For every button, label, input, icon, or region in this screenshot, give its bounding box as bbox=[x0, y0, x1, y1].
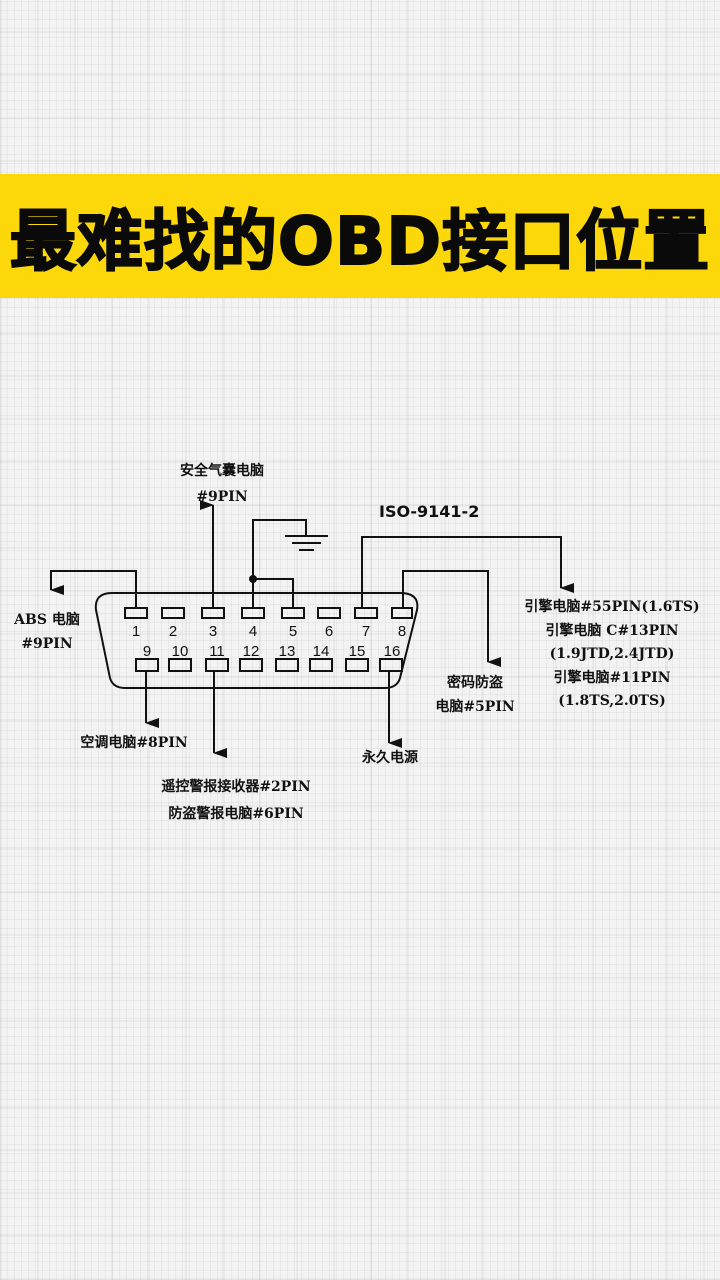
svg-text:6: 6 bbox=[325, 623, 333, 640]
engine-ecu-label: 引擎电脑#55PIN(1.6TS) 引擎电脑 C#13PIN (1.9JTD,2… bbox=[524, 599, 700, 709]
svg-text:2: 2 bbox=[169, 623, 177, 640]
svg-text:14: 14 bbox=[313, 643, 330, 660]
protocol-label: ISO-9141-2 bbox=[379, 502, 480, 521]
svg-text:7: 7 bbox=[362, 623, 370, 640]
junction-dot bbox=[249, 575, 257, 583]
svg-text:5: 5 bbox=[289, 623, 297, 640]
svg-text:4: 4 bbox=[249, 623, 257, 640]
title-banner: 最难找的OBD接口位置 bbox=[0, 174, 720, 298]
ac-ecu-label: 空调电脑#8PIN bbox=[80, 735, 188, 751]
obd-pinout-diagram: 1 2 3 4 5 6 7 8 9 10 11 12 13 14 15 16 安… bbox=[0, 440, 720, 840]
top-row-pins bbox=[124, 607, 413, 619]
bottom-row-pins bbox=[135, 658, 403, 672]
svg-text:16: 16 bbox=[384, 643, 401, 660]
svg-text:1: 1 bbox=[132, 623, 140, 640]
svg-text:15: 15 bbox=[349, 643, 366, 660]
immobilizer-ecu-label: 密码防盗 电脑#5PIN bbox=[435, 675, 515, 715]
svg-text:9: 9 bbox=[143, 643, 151, 660]
abs-ecu-label: ABS 电脑 #9PIN bbox=[14, 612, 80, 652]
svg-text:10: 10 bbox=[172, 643, 189, 660]
svg-text:12: 12 bbox=[243, 643, 260, 660]
page-title: 最难找的OBD接口位置 bbox=[9, 202, 711, 281]
pin-numbers: 1 2 3 4 5 6 7 8 9 10 11 12 13 14 15 16 bbox=[132, 623, 406, 660]
obd-connector-svg: 1 2 3 4 5 6 7 8 9 10 11 12 13 14 15 16 bbox=[50, 500, 574, 758]
permanent-power-label: 永久电源 bbox=[362, 750, 418, 766]
connector-outline bbox=[94, 592, 419, 689]
svg-text:11: 11 bbox=[209, 643, 225, 660]
alarm-receiver-label: 遥控警报接收器#2PIN 防盗警报电脑#6PIN bbox=[161, 779, 311, 822]
svg-text:13: 13 bbox=[279, 643, 296, 660]
svg-text:3: 3 bbox=[209, 623, 217, 640]
airbag-ecu-label: 安全气囊电脑 #9PIN bbox=[180, 463, 264, 505]
svg-text:8: 8 bbox=[398, 623, 406, 640]
